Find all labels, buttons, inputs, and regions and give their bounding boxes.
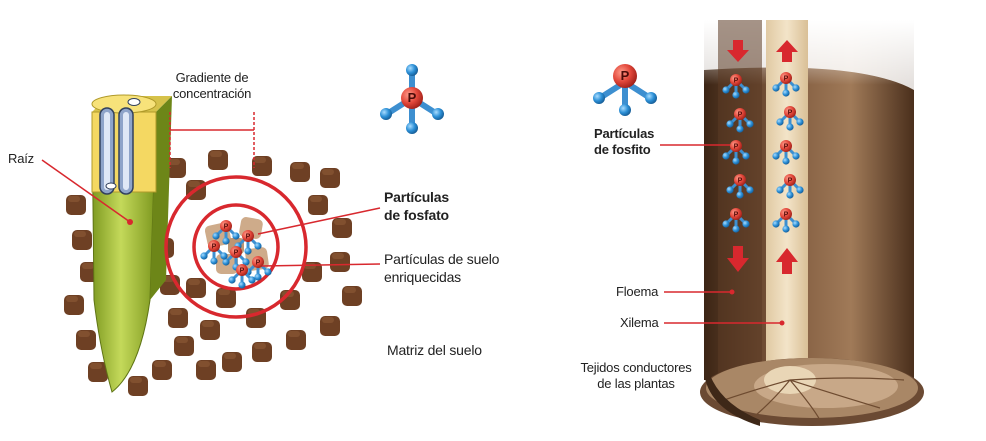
- root-label: Raíz: [8, 151, 34, 166]
- tissues-label-line2: de las plantas: [597, 376, 675, 391]
- enriched-label-line2: enriquecidas: [384, 269, 461, 285]
- gradient-label-line2: concentración: [172, 86, 252, 101]
- root-illustration: [91, 94, 172, 393]
- svg-text:P: P: [408, 90, 417, 105]
- phosphate-molecule-icon: P: [380, 64, 444, 134]
- phosphite-label: Partículas de fosfito: [594, 126, 654, 158]
- phloem-flow-arrows: [727, 40, 749, 272]
- phloem-label: Floema: [616, 284, 659, 299]
- phosphate-leader-line: [257, 207, 381, 235]
- matrix-label: Matriz del suelo: [387, 342, 482, 358]
- gradient-label: Gradiente de concentración: [152, 70, 272, 102]
- gradient-bracket: [169, 112, 255, 168]
- xylem-label: Xilema: [620, 315, 659, 330]
- enriched-label-line1: Partículas de suelo: [384, 251, 500, 267]
- gradient-label-line1: Gradiente de: [175, 70, 249, 85]
- left-panel: P: [41, 64, 444, 396]
- enriched-zone: [164, 175, 308, 319]
- svg-text:P: P: [621, 68, 630, 83]
- tissues-label: Tejidos conductores de las plantas: [566, 360, 706, 392]
- phosphate-label-line1: Partículas: [384, 189, 449, 205]
- phosphite-molecule-icon: P: [593, 64, 657, 116]
- enriched-label: Partículas de suelo enriquecidas: [384, 250, 499, 286]
- phosphite-label-line1: Partículas: [594, 126, 655, 141]
- phosphite-label-line2: de fosfito: [594, 142, 651, 157]
- root-leader-line: [41, 159, 131, 223]
- xylem-flow-arrows: [776, 40, 798, 274]
- phosphate-label-line2: de fosfato: [384, 207, 449, 223]
- phosphate-label: Partículas de fosfato: [384, 188, 449, 224]
- tissues-label-line1: Tejidos conductores: [580, 360, 692, 375]
- phloem-leader-dot: [729, 289, 735, 295]
- root-leader-dot: [127, 219, 133, 225]
- xylem-leader-dot: [779, 320, 785, 326]
- right-panel: P: [593, 20, 924, 426]
- enriched-leader-line: [261, 263, 381, 267]
